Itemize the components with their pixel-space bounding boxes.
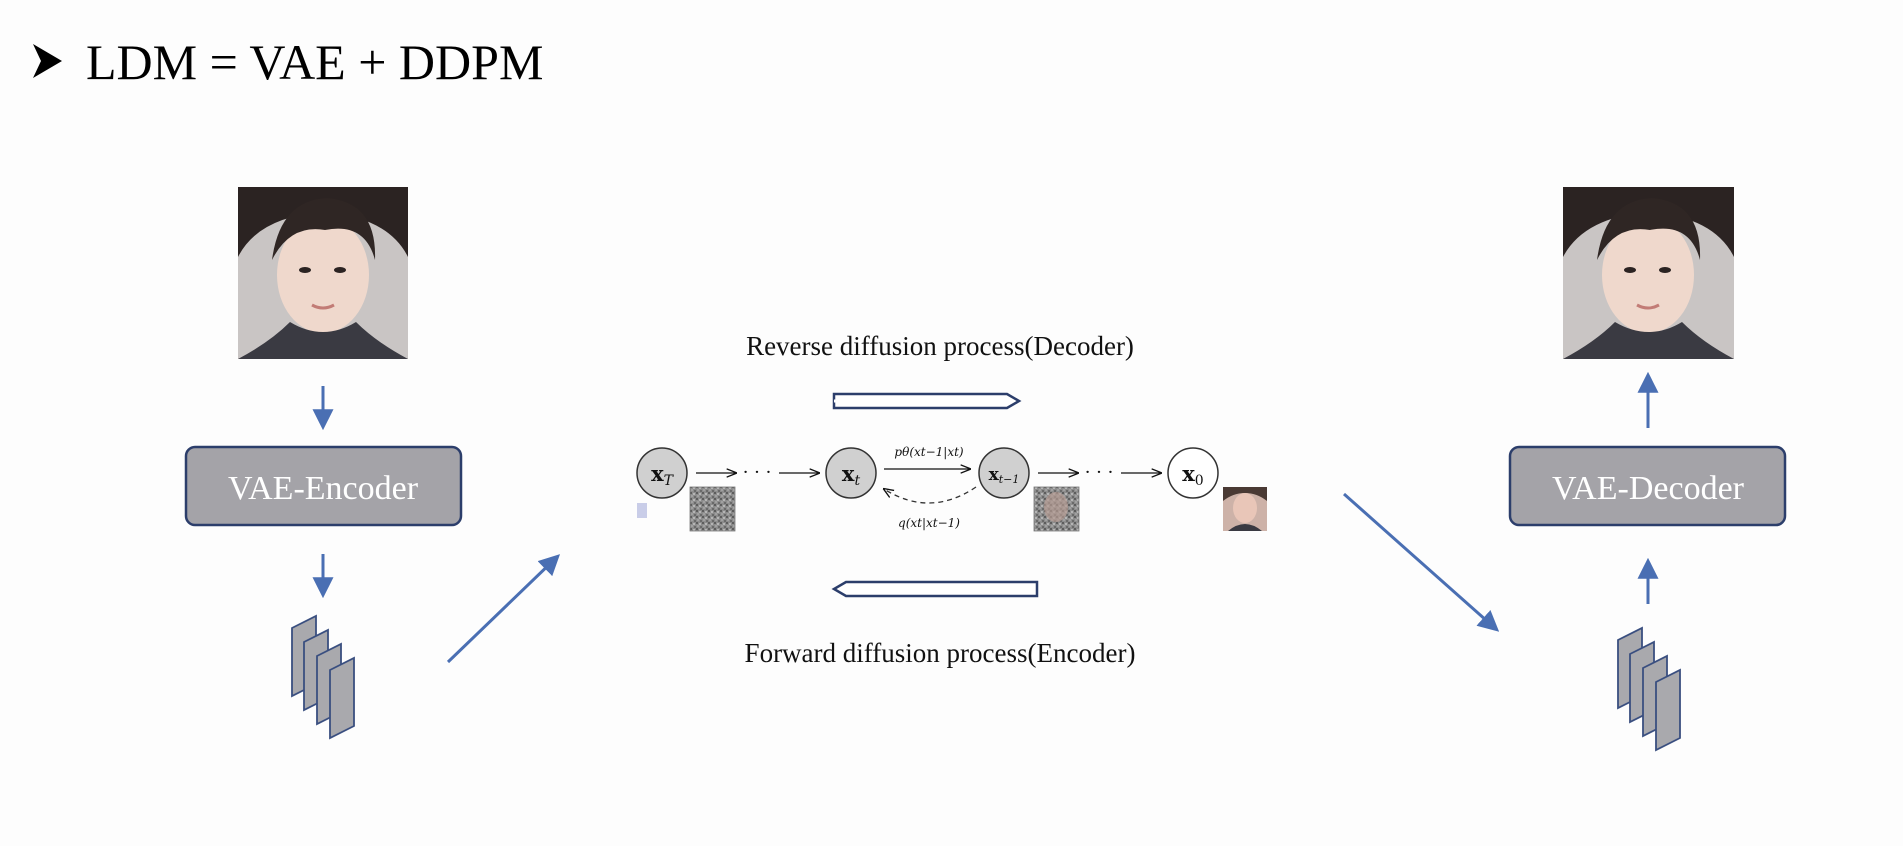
chain-ellipsis-right: · · · — [1085, 462, 1114, 483]
svg-text:xT: xT — [651, 461, 675, 489]
node-xt-base: x — [842, 461, 855, 486]
q-label: q(xt|xt−1) — [898, 516, 960, 530]
svg-text:x0: x0 — [1182, 461, 1203, 489]
forward-double-arrow-icon — [831, 580, 1039, 598]
p-theta-label: pθ(xt−1|xt) — [894, 445, 964, 459]
title-text: LDM = VAE + DDPM — [86, 34, 543, 90]
latent-stack-left — [291, 614, 355, 740]
noise-thumbnail — [689, 486, 736, 532]
vae-encoder-label: VAE-Encoder — [228, 470, 419, 507]
node-xt-1: xt−1 — [978, 447, 1030, 499]
input-face-image — [238, 187, 408, 359]
node-xT-base: x — [651, 461, 664, 486]
node-x0-base: x — [1182, 461, 1195, 486]
node-xt-sub: t — [854, 473, 860, 489]
vae-decoder-box: VAE-Decoder — [1508, 445, 1787, 527]
arrowhead-bullet-icon — [33, 44, 62, 78]
latent-stack-right — [1617, 626, 1681, 752]
partially-denoised-thumbnail — [1033, 486, 1080, 532]
clean-face-thumbnail — [1223, 487, 1267, 531]
slide-title: LDM = VAE + DDPM — [33, 34, 543, 90]
reverse-double-arrow-icon — [832, 392, 1022, 410]
latent-to-diffusion-arrow — [446, 554, 561, 664]
forward-process-label: Forward diffusion process(Encoder) — [745, 638, 1136, 668]
node-x0: x0 — [1167, 447, 1219, 499]
diffusion-to-latent-arrow — [1343, 492, 1500, 632]
chain-ellipsis-left: · · · — [743, 462, 772, 483]
node-xT-sub: T — [664, 473, 675, 489]
xT-marker — [637, 503, 647, 518]
svg-text:xt−1: xt−1 — [989, 465, 1020, 486]
q-dashed-arrow — [884, 486, 977, 504]
output-face-image — [1563, 187, 1734, 359]
node-xT: xT — [636, 447, 688, 499]
reverse-process-label: Reverse diffusion process(Decoder) — [746, 331, 1134, 361]
node-xt-1-sub: t−1 — [999, 473, 1020, 486]
vae-decoder-label: VAE-Decoder — [1552, 470, 1745, 507]
node-xt-1-base: x — [989, 465, 1000, 485]
markov-chain: xT xt xt−1 x0 · · · · · · — [636, 445, 1267, 532]
node-xt: xt — [825, 447, 877, 499]
vae-encoder-box: VAE-Encoder — [184, 445, 463, 527]
node-x0-sub: 0 — [1195, 473, 1204, 489]
svg-text:xt: xt — [842, 461, 861, 489]
